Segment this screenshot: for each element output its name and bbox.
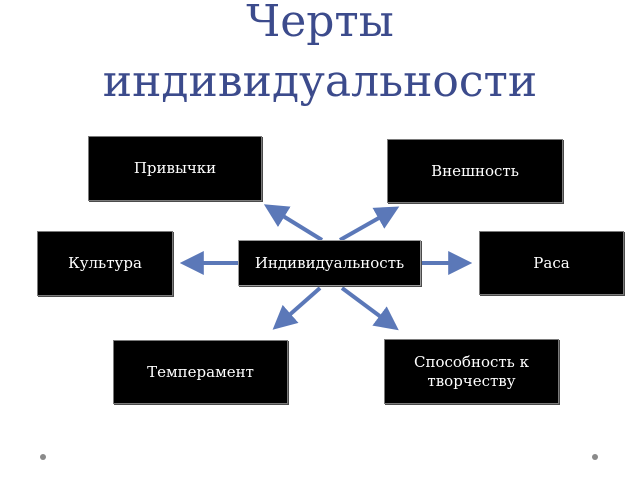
arrow-to-creativity: [340, 286, 399, 331]
node-habits: Привычки: [88, 136, 262, 201]
node-creativity: Способность к творчеству: [384, 339, 559, 404]
node-appearance: Внешность: [387, 139, 563, 203]
node-temperament: Темперамент: [113, 340, 288, 404]
arrow-to-appearance: [339, 206, 400, 242]
arrow-to-temperament: [272, 286, 322, 330]
arrow-to-habits: [263, 204, 324, 242]
node-individuality: Индивидуальность: [238, 240, 421, 286]
node-culture: Культура: [37, 231, 173, 296]
node-race: Раса: [479, 231, 624, 295]
slide-title-line-2: индивидуальности: [102, 56, 538, 107]
slide-title-line-1: Черты: [246, 0, 394, 47]
bullet-dot-right: [592, 454, 598, 460]
bullet-dot-left: [40, 454, 46, 460]
